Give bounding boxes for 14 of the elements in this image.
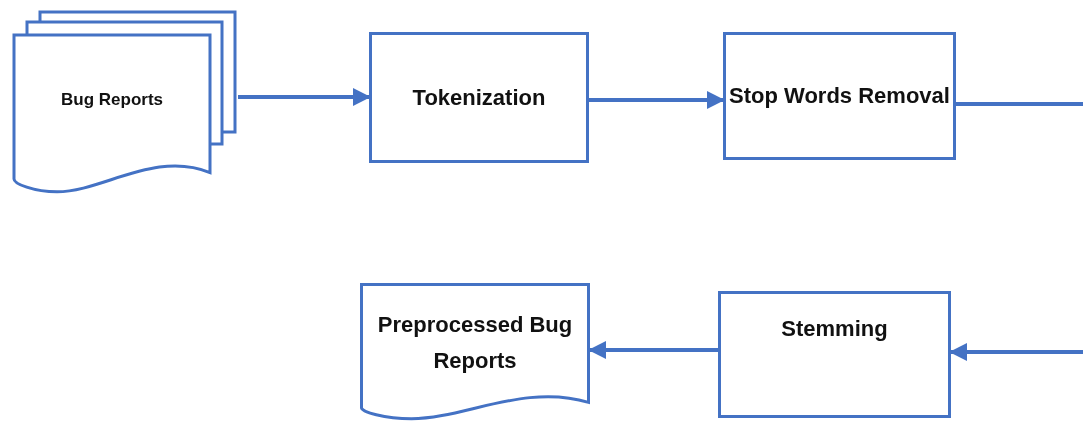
node-label: Stemming xyxy=(781,315,888,344)
arrow xyxy=(949,102,1083,361)
node-label: Bug Reports xyxy=(61,89,163,112)
arrow xyxy=(238,88,371,106)
process-box xyxy=(723,32,956,160)
node-label: Stop Words Removal xyxy=(729,82,950,111)
node-label: Tokenization xyxy=(412,83,546,112)
process-box xyxy=(718,291,951,418)
node-label: Preprocessed Bug Reports xyxy=(376,311,574,375)
arrow xyxy=(588,341,718,359)
document-shape xyxy=(360,283,590,423)
process-box xyxy=(369,32,589,163)
arrow xyxy=(589,91,725,109)
document-stack xyxy=(10,10,238,195)
